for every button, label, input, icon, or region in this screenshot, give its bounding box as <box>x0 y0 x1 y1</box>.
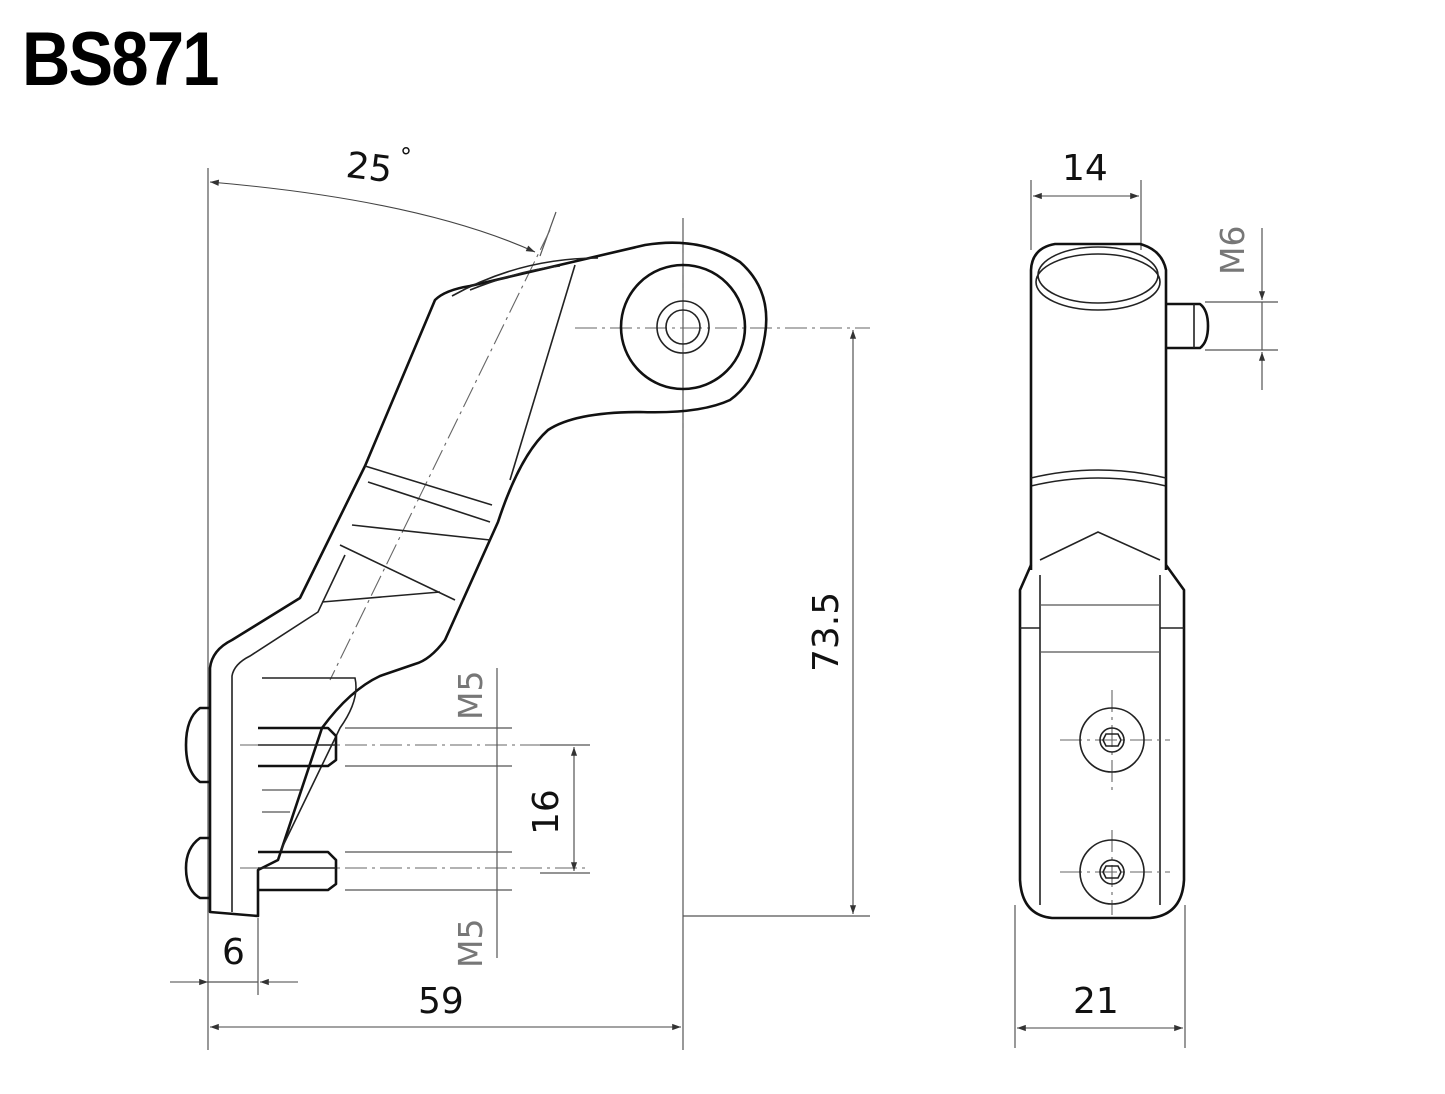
side-view <box>170 168 870 1050</box>
height-label: 73.5 <box>806 592 847 672</box>
angle-unit-label: ° <box>400 143 412 171</box>
part-number-title: BS871 <box>22 17 219 102</box>
angle-label: 25 <box>344 145 394 191</box>
thread-lower-label: M5 <box>451 919 490 968</box>
thread-side-label: M6 <box>1213 226 1252 275</box>
width-top-label: 14 <box>1062 148 1108 189</box>
plate-label: 6 <box>222 932 245 973</box>
spacing-label: 16 <box>526 789 567 835</box>
thread-upper-label: M5 <box>451 671 490 720</box>
front-view <box>1014 180 1278 1048</box>
length-label: 59 <box>418 981 464 1022</box>
width-bottom-label: 21 <box>1073 981 1119 1022</box>
